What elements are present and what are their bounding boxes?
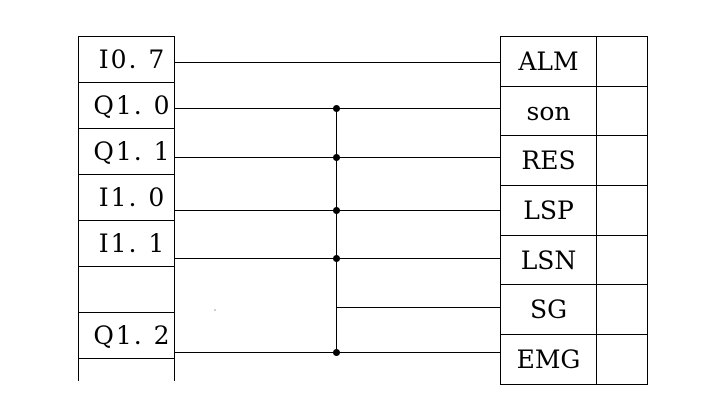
junction-dot-son [332, 104, 340, 112]
plc-terminal-i0-7[interactable]: I0. 7 [78, 36, 175, 83]
drive-terminal-lsn[interactable]: LSN [500, 234, 597, 286]
plc-terminal-i1-1[interactable]: I1. 1 [78, 220, 175, 267]
drive-terminal-sg[interactable]: SG [500, 284, 597, 336]
drive-terminal-son[interactable]: son [500, 85, 597, 137]
plc-terminal-tail-row[interactable] [78, 358, 175, 381]
plc-terminal-q1-0[interactable]: Q1. 0 [78, 82, 175, 129]
table-row: Q1. 2 [78, 312, 175, 359]
drive-terminal-lsp[interactable]: LSP [500, 185, 597, 236]
plc-terminal-i1-0[interactable]: I1. 0 [78, 174, 175, 221]
table-row [78, 266, 175, 313]
drive-pin-son[interactable] [596, 85, 648, 137]
table-row: I0. 7 [78, 36, 175, 83]
drive-pin-res[interactable] [596, 135, 648, 187]
junction-dot-lsp [332, 206, 340, 214]
drive-pin-sg[interactable] [596, 284, 648, 336]
table-row: ALM [500, 36, 648, 87]
drive-terminal-table: ALM son RES LSP LSN SG [500, 36, 648, 385]
drive-terminal-emg[interactable]: EMG [500, 334, 597, 385]
plc-terminal-label: Q1. 0 [93, 91, 172, 120]
drive-pin-alm[interactable] [596, 36, 648, 87]
plc-terminal-label: I1. 0 [98, 183, 167, 212]
scan-artifact-speck [214, 309, 216, 311]
table-row: I1. 1 [78, 220, 175, 267]
drive-terminal-alm[interactable]: ALM [500, 36, 597, 87]
table-row: Q1. 0 [78, 82, 175, 129]
table-row: EMG [500, 334, 648, 385]
table-row: LSN [500, 234, 648, 286]
wire-i0-7-to-alm [175, 62, 500, 63]
table-row: RES [500, 135, 648, 187]
plc-terminal-q1-1[interactable]: Q1. 1 [78, 128, 175, 175]
plc-terminal-q1-2[interactable]: Q1. 2 [78, 312, 175, 359]
drive-pin-emg[interactable] [596, 334, 648, 385]
table-row [78, 358, 175, 381]
plc-terminal-empty-row[interactable] [78, 266, 175, 313]
table-row: I1. 0 [78, 174, 175, 221]
table-row: son [500, 85, 648, 137]
drive-pin-lsn[interactable] [596, 234, 648, 286]
junction-dot-lsn [332, 254, 340, 262]
plc-terminal-table: I0. 7 Q1. 0 Q1. 1 I1. 0 I1. 1 Q1. 2 [78, 36, 175, 381]
table-row: LSP [500, 185, 648, 236]
drive-terminal-res[interactable]: RES [500, 135, 597, 187]
wire-bus-to-sg [336, 307, 500, 308]
plc-terminal-label: I0. 7 [98, 45, 167, 74]
drive-pin-lsp[interactable] [596, 185, 648, 236]
plc-terminal-label: I1. 1 [98, 229, 167, 258]
table-row: SG [500, 284, 648, 336]
junction-dot-emg [332, 348, 340, 356]
plc-terminal-label: Q1. 2 [93, 321, 172, 350]
plc-terminal-label: Q1. 1 [93, 137, 172, 166]
junction-dot-res [332, 153, 340, 161]
table-row: Q1. 1 [78, 128, 175, 175]
common-bus-line [336, 108, 337, 352]
